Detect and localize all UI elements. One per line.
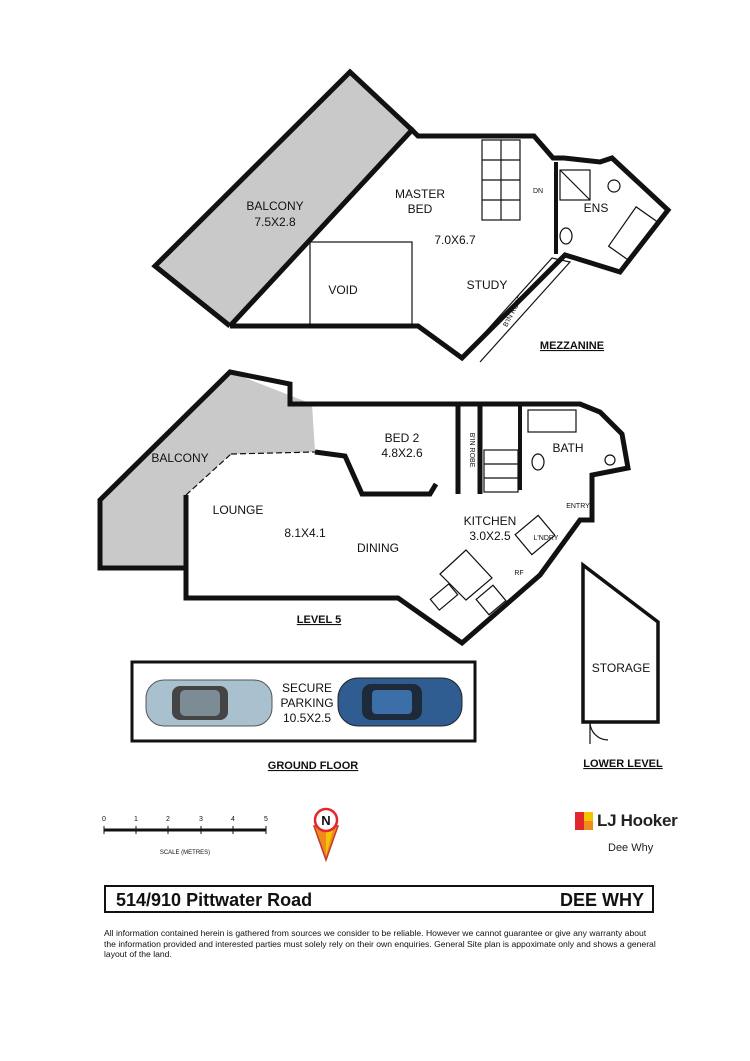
master-bed-label-2: BED [408, 202, 433, 216]
level5-robe-label: B'IN ROBE [468, 433, 475, 468]
car-left [145, 679, 273, 727]
compass-letter: N [321, 813, 330, 828]
level5-balcony-label: BALCONY [151, 451, 208, 465]
ground-floor-plan: SECURE PARKING 10.5X2.5 GROUND FLOOR [130, 660, 477, 772]
mezzanine-balcony-label: BALCONY [246, 199, 303, 213]
entry-label: ENTRY [566, 503, 590, 510]
stair-down-label: DN [533, 188, 543, 195]
laundry-label: L'NDRY [534, 535, 559, 542]
lj-hooker-mark-icon [575, 812, 593, 830]
mezzanine-outer-wall [228, 126, 672, 362]
bath-label: BATH [552, 441, 583, 455]
agency-logo: LJ Hooker [575, 811, 678, 831]
level5-stair [483, 449, 519, 493]
level5-balcony-area [100, 372, 315, 568]
bed2-size: 4.8X2.6 [381, 446, 423, 460]
parking-label-1: SECURE [282, 681, 332, 695]
ensuite-bath [607, 206, 659, 262]
scale-tick-1: 1 [134, 816, 138, 823]
parking-label-2: PARKING [280, 696, 333, 710]
address-bar: 514/910 Pittwater Road DEE WHY [104, 885, 654, 913]
lounge-size: 8.1X4.1 [284, 526, 326, 540]
kitchen-cooktop [475, 584, 507, 616]
disclaimer-text: All information contained herein is gath… [104, 928, 656, 959]
lower-level-title: LOWER LEVEL [583, 758, 663, 770]
dining-label: DINING [357, 541, 399, 555]
scale-tick-4: 4 [231, 816, 235, 823]
suburb-name: DEE WHY [559, 890, 644, 910]
parking-outline [130, 660, 477, 743]
ground-floor-title: GROUND FLOOR [268, 760, 358, 772]
bed2-wall [314, 449, 439, 497]
car-right [337, 677, 463, 727]
mezzanine-balcony-area [155, 72, 412, 326]
street-address: 514/910 Pittwater Road [116, 890, 313, 910]
ensuite-label: ENS [584, 201, 609, 215]
kitchen-bench [439, 549, 493, 601]
lounge-label: LOUNGE [213, 503, 264, 517]
level5-plan: BALCONY BED 2 4.8X2.6 B'IN ROBE BATH ENT… [97, 369, 631, 647]
fridge-label: RF [514, 570, 523, 577]
scale-tick-3: 3 [199, 816, 203, 823]
kitchen-label: KITCHEN [464, 514, 517, 528]
mezzanine-balcony-wall [151, 68, 414, 328]
storage-door [589, 721, 609, 741]
agency-branch: Dee Why [608, 842, 654, 854]
mezzanine-plan: BALCONY 7.5X2.8 MASTER BED 7.0X6.7 VOID … [151, 68, 672, 363]
ensuite-toilet [559, 227, 573, 245]
north-arrow-icon: N [312, 807, 340, 863]
study-label: STUDY [467, 278, 508, 292]
bath-basin [604, 454, 616, 466]
scale-bar: 0 1 2 3 4 5 SCALE (METRES) [102, 816, 268, 856]
bed2-label: BED 2 [385, 431, 420, 445]
kitchen-size: 3.0X2.5 [469, 529, 511, 543]
bath-toilet [531, 453, 545, 471]
lower-level-plan: STORAGE LOWER LEVEL [581, 561, 663, 770]
parking-size: 10.5X2.5 [283, 711, 331, 725]
level5-balcony-wall [97, 369, 315, 571]
master-bed-size: 7.0X6.7 [434, 233, 476, 247]
level5-outer-wall [183, 401, 631, 647]
laundry-box [514, 514, 556, 556]
storage-label: STORAGE [592, 661, 650, 675]
scale-tick-2: 2 [166, 816, 170, 823]
master-bed-label-1: MASTER [395, 187, 445, 201]
bath-tub [527, 409, 577, 433]
scale-tick-0: 0 [102, 816, 106, 823]
agency-name: LJ Hooker [597, 811, 678, 830]
mezzanine-robe [461, 257, 572, 363]
void-outline [309, 241, 413, 327]
ensuite-shower [559, 169, 591, 201]
kitchen-sink [429, 583, 459, 611]
storage-wall [581, 561, 660, 724]
void-label: VOID [328, 283, 358, 297]
scale-tick-5: 5 [264, 816, 268, 823]
ensuite-basin [607, 179, 621, 193]
scale-label: SCALE (METRES) [160, 850, 210, 856]
level5-title: LEVEL 5 [297, 614, 341, 626]
mezzanine-title: MEZZANINE [540, 340, 604, 352]
mezzanine-balcony-size: 7.5X2.8 [254, 215, 296, 229]
